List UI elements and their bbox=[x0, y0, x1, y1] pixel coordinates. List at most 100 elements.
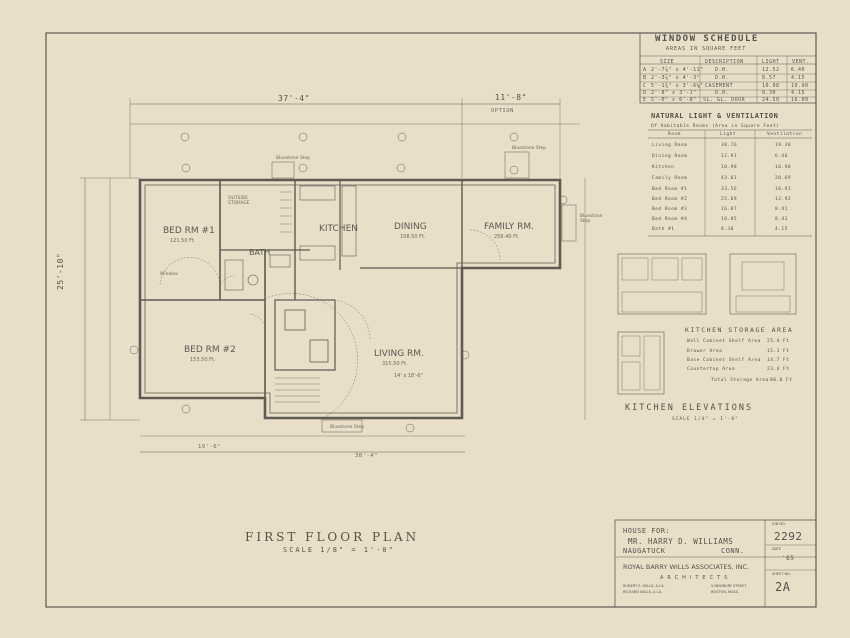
ws-row-mark: C bbox=[643, 83, 647, 89]
nl-row-room: Family Room bbox=[652, 176, 688, 181]
room-family-area: 256.40 Ft. bbox=[494, 234, 520, 240]
ws-row-size: 2'-8" x 3'-1" bbox=[651, 90, 697, 96]
outside-storage-label: OUTSIDE STORAGE bbox=[228, 196, 250, 206]
room-bed-1-area: 121.50 Ft. bbox=[170, 238, 196, 244]
tb-job-label: JOB NO. bbox=[772, 522, 786, 526]
tb-date-label: DATE bbox=[772, 547, 782, 551]
nl-row-room: Living Room bbox=[652, 143, 688, 148]
ws-row-desc: D.H. bbox=[715, 67, 730, 73]
nl-row-vent: 10.90 bbox=[775, 165, 792, 170]
window-schedule-title: WINDOW SCHEDULE bbox=[655, 34, 759, 44]
kitchen-elevations-scale: SCALE 1/4" = 1'-0" bbox=[672, 417, 739, 422]
room-family: FAMILY RM. bbox=[484, 222, 534, 232]
natural-light-title: NATURAL LIGHT & VENTILATION bbox=[651, 112, 779, 120]
ws-row-desc: CASEMENT bbox=[705, 83, 734, 89]
ks-row-label: Wall Cabinet Shelf Area bbox=[687, 339, 761, 344]
ws-row-vent: 10.90 bbox=[791, 83, 809, 89]
nl-row-light: 12.91 bbox=[721, 154, 738, 159]
nl-row-light: 8.30 bbox=[721, 227, 734, 232]
ws-row-vent: 4.15 bbox=[791, 90, 806, 96]
ks-row-value: 15.1 Ft bbox=[767, 349, 790, 354]
ws-row-vent: 6.40 bbox=[791, 67, 806, 73]
nl-row-light: 43.01 bbox=[721, 176, 738, 181]
room-dining: DINING bbox=[394, 222, 427, 232]
ws-row-vent: 4.15 bbox=[791, 75, 806, 81]
ws-row-size: 5'-1⅜" x 3'-6⅛" bbox=[651, 83, 704, 89]
tb-client: MR. HARRY D. WILLIAMS bbox=[628, 537, 734, 546]
option-label: OPTION bbox=[491, 108, 514, 114]
nl-row-vent: 8.41 bbox=[775, 217, 788, 222]
ws-row-desc: SL. GL. DOOR bbox=[703, 97, 746, 103]
nl-row-vent: 8.41 bbox=[775, 207, 788, 212]
nl-header-vent: Ventilation bbox=[767, 132, 803, 137]
kitchen-storage-title: KITCHEN STORAGE AREA bbox=[685, 326, 794, 334]
ks-row-value: 25.4 Ft bbox=[767, 339, 790, 344]
nl-row-room: Kitchen bbox=[652, 165, 675, 170]
ws-header-light: LIGHT bbox=[762, 59, 780, 65]
ks-row-label: Base Cabinet Shelf Area bbox=[687, 358, 761, 363]
nl-row-light: 16.87 bbox=[721, 207, 738, 212]
bluestone-step-bottom: Bluestone Step bbox=[330, 425, 365, 430]
plan-scale: SCALE 1/8" = 1'-0" bbox=[283, 546, 395, 554]
ws-row-desc: D.H. bbox=[715, 90, 730, 96]
tb-house-for: HOUSE FOR: bbox=[623, 527, 671, 535]
nl-row-room: Dining Room bbox=[652, 154, 688, 159]
nl-header-light: Light bbox=[720, 132, 737, 137]
nl-row-light: 33.56 bbox=[721, 187, 738, 192]
tb-partner-2: RICHARD WILLS, A.I.A. bbox=[623, 590, 663, 594]
nl-row-room: Bath #1 bbox=[652, 227, 675, 232]
tb-job-number: 2292 bbox=[774, 530, 803, 543]
tb-sheet-number: 2A bbox=[775, 580, 791, 594]
nl-row-light: 10.98 bbox=[721, 165, 738, 170]
nl-row-vent: 20.69 bbox=[775, 176, 792, 181]
window-schedule-subtitle: AREAS IN SQUARE FEET bbox=[666, 46, 747, 52]
nl-row-room: Bed Room #3 bbox=[652, 207, 688, 212]
overall-depth-dim: 25'-10" bbox=[56, 252, 65, 290]
nl-row-vent: 6.46 bbox=[775, 154, 788, 159]
tb-date: '65 bbox=[782, 555, 795, 562]
nl-row-vent: 16.91 bbox=[775, 187, 792, 192]
nl-row-room: Bed Room #4 bbox=[652, 217, 688, 222]
bottom-overall-dim: 38'-4" bbox=[355, 453, 378, 459]
room-dining-area: 108.50 Ft. bbox=[400, 234, 426, 240]
nl-row-vent: 19.38 bbox=[775, 143, 792, 148]
ks-row-value: 14.7 Ft bbox=[767, 358, 790, 363]
room-living-area: 315.50 Ft. bbox=[382, 361, 408, 367]
window-note: Window bbox=[160, 272, 178, 277]
tb-address-2: BOSTON, MASS. bbox=[711, 590, 740, 594]
tb-address-1: 5 NEWBURY STREET bbox=[711, 584, 747, 588]
ws-row-vent: 16.00 bbox=[791, 97, 809, 103]
ws-row-size: 2'-3⅞" x 4'-3" bbox=[651, 75, 701, 81]
nl-row-vent: 4.15 bbox=[775, 227, 788, 232]
ws-header-vent: VENT. bbox=[792, 59, 810, 65]
nl-row-room: Bed Room #1 bbox=[652, 187, 688, 192]
ws-row-light: 10.98 bbox=[762, 83, 780, 89]
room-kitchen: KITCHEN bbox=[319, 224, 358, 234]
tb-role: ARCHITECTS bbox=[660, 575, 732, 581]
tb-town: NAUGATUCK bbox=[623, 547, 666, 555]
ws-row-mark: B bbox=[643, 75, 647, 81]
room-bed-2: BED RM #2 bbox=[184, 345, 236, 355]
bluestone-step-right: Bluestone Step bbox=[580, 214, 603, 224]
tb-partner-1: ROBERT E. WILLS, A.I.A. bbox=[623, 584, 665, 588]
ws-row-light: 24.50 bbox=[762, 97, 780, 103]
natural-light-subtitle: Of Habitable Rooms (Area in Square Feet) bbox=[651, 124, 780, 129]
ws-row-desc: D.H. bbox=[715, 75, 730, 81]
ws-row-size: 2'-7⅞" x 4'-11" bbox=[651, 67, 704, 73]
ws-row-light: 8.57 bbox=[762, 75, 777, 81]
room-bath: BATH bbox=[249, 248, 271, 257]
bluestone-step-top: Bluestone Step bbox=[512, 146, 547, 151]
nl-row-vent: 12.92 bbox=[775, 197, 792, 202]
ws-header-description: DESCRIPTION bbox=[705, 59, 744, 65]
ws-row-size: 5'-0" x 6'-8" bbox=[651, 97, 697, 103]
nl-row-light: 25.69 bbox=[721, 197, 738, 202]
nl-row-light: 38.76 bbox=[721, 143, 738, 148]
ks-row-label: Drawer Area bbox=[687, 349, 723, 354]
ks-row-value: 23.4 Ft bbox=[767, 367, 790, 372]
bottom-sub-dim: 19'-6" bbox=[198, 444, 221, 450]
room-bed-1: BED RM #1 bbox=[163, 226, 215, 236]
room-living: LIVING RM. bbox=[374, 349, 424, 359]
overall-width-dim: 37'-4" bbox=[278, 94, 310, 103]
